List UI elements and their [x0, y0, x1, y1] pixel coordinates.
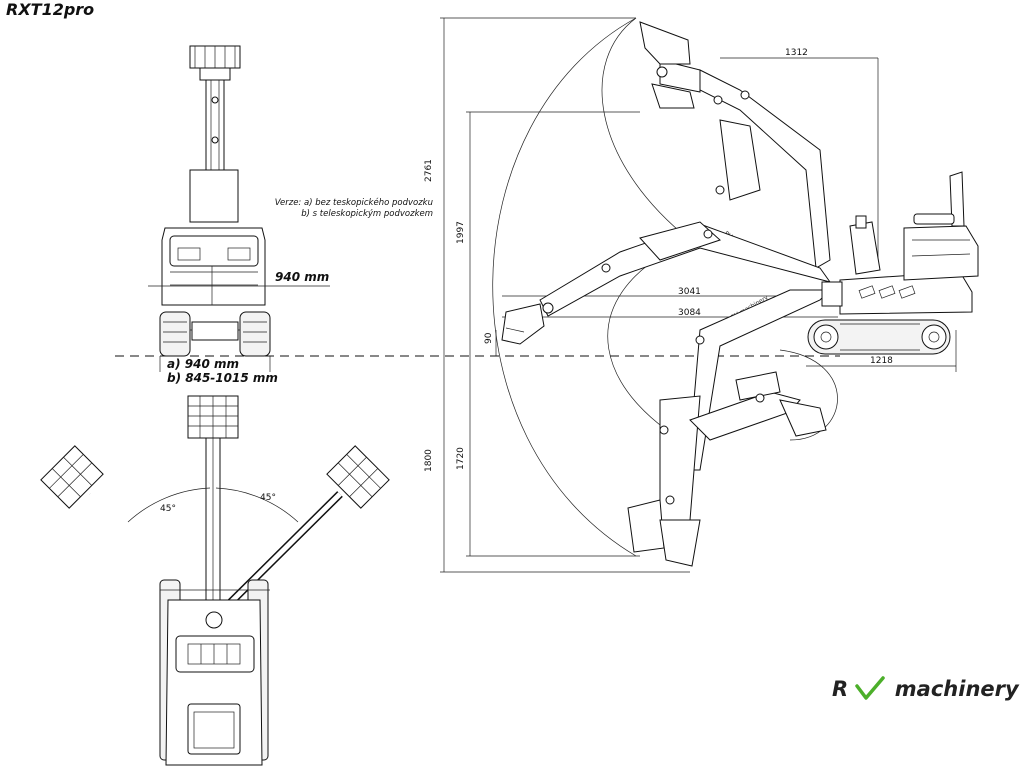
page-title: RXT12pro: [6, 0, 95, 19]
dim-3084: 3084: [678, 308, 701, 318]
brand-logo: R machinery: [832, 676, 1019, 701]
logo-word: machinery: [894, 677, 1019, 701]
track-width-label-a: a) 940 mm: [167, 357, 239, 371]
top-view: [40, 395, 390, 766]
front-width-label: 940 mm: [275, 270, 330, 284]
versions-note-line2: b) s teleskopickým podvozkem: [301, 209, 433, 219]
angle-left-label: 45°: [160, 504, 176, 514]
side-view: [440, 17, 979, 573]
logo-check-icon: [855, 676, 887, 700]
versions-note-line1: Verze: a) bez teskopického podvozku: [274, 198, 433, 208]
dim-3041: 3041: [678, 287, 701, 297]
track-width-label-b: b) 845-1015 mm: [167, 371, 278, 385]
angle-right-label: 45°: [260, 493, 276, 503]
dim-1218: 1218: [870, 356, 893, 366]
versions-note: Verze: a) bez teskopického podvozku b) s…: [247, 198, 433, 220]
logo-letter-r: R: [832, 677, 849, 701]
dim-1312: 1312: [785, 48, 808, 58]
front-view: [148, 45, 330, 372]
